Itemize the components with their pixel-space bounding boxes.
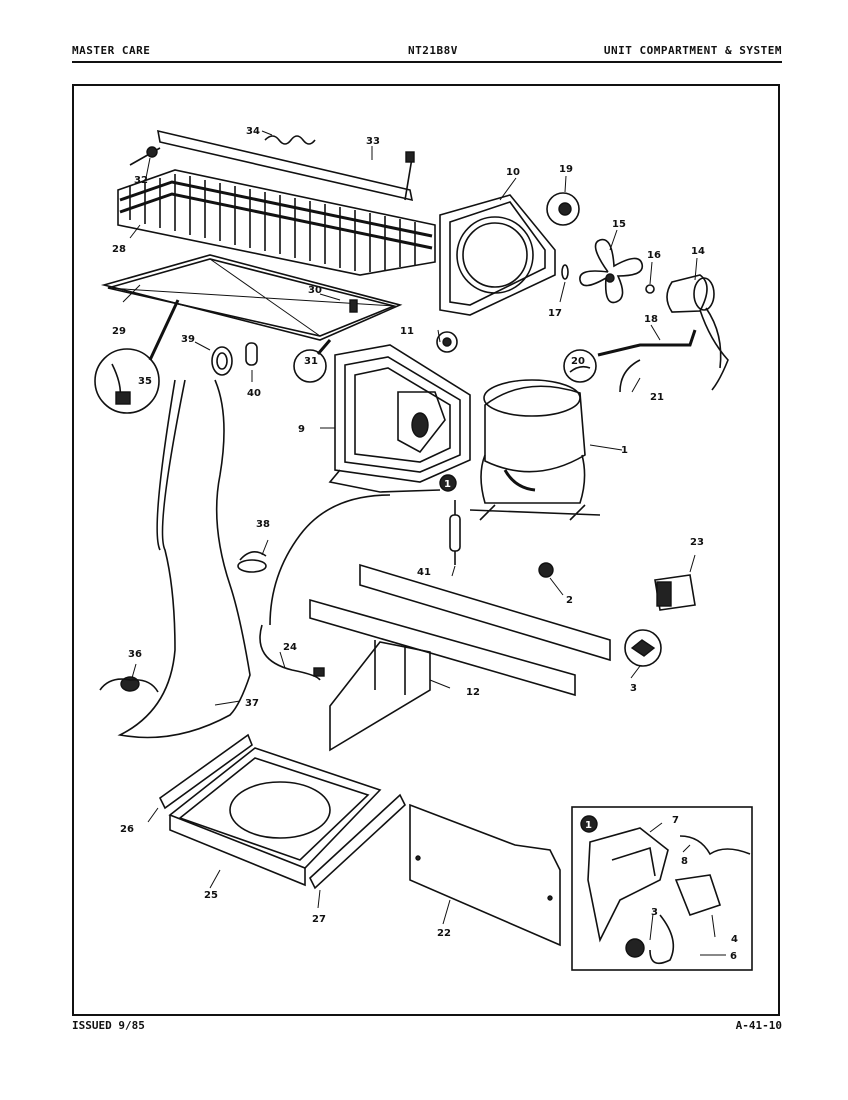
callout-3-inset: 3: [651, 907, 658, 918]
mounting-rails: [309, 563, 662, 752]
brand-title: MASTER CARE: [72, 44, 151, 57]
callout-24: 24: [283, 642, 297, 653]
diagram-frame: [72, 84, 780, 1016]
callout-30: 30: [308, 285, 322, 296]
callout-35: 35: [138, 376, 152, 387]
compressor: [439, 379, 601, 521]
wiring-harness: [563, 329, 697, 393]
callout-3: 3: [630, 683, 637, 694]
fan-shroud: [436, 192, 580, 353]
callout-11: 11: [400, 326, 414, 337]
callout-22: 22: [437, 928, 451, 939]
callout-16: 16: [647, 250, 661, 261]
callout-17: 17: [548, 308, 562, 319]
callout-25: 25: [204, 890, 218, 901]
callout-9: 9: [298, 424, 305, 435]
issued-date: ISSUED 9/85: [72, 1019, 145, 1032]
callout-1: 1: [621, 445, 628, 456]
overload-protector: [654, 574, 696, 611]
model-number: NT21B8V: [408, 44, 458, 57]
callout-20: 20: [571, 356, 585, 367]
callout-37: 37: [245, 698, 259, 709]
callout-26: 26: [120, 824, 134, 835]
callout-15: 15: [612, 219, 626, 230]
header-rule: [72, 61, 782, 63]
condenser-coil: [117, 129, 436, 276]
drain-detail-circle: [94, 299, 180, 414]
callout-28: 28: [112, 244, 126, 255]
fan-blade: [561, 238, 655, 304]
callout-32: 32: [134, 175, 148, 186]
relay-inset: [571, 806, 753, 971]
callout-19: 19: [559, 164, 573, 175]
filter-drier: [269, 494, 554, 626]
callout-27: 27: [312, 914, 326, 925]
callout-40: 40: [247, 388, 261, 399]
callout-6: 6: [730, 951, 737, 962]
drain-tube: [99, 379, 251, 739]
callout-10: 10: [506, 167, 520, 178]
callout-2: 2: [566, 595, 573, 606]
callout-39: 39: [181, 334, 195, 345]
callout-41: 41: [417, 567, 431, 578]
callout-12: 12: [466, 687, 480, 698]
callout-31: 31: [304, 356, 318, 367]
grommets: [211, 342, 258, 376]
power-cord: [237, 551, 325, 681]
detail-marker: 1: [444, 479, 451, 490]
callout-14: 14: [691, 246, 705, 257]
evaporator-pan: [328, 344, 471, 493]
leader-lines: [122, 130, 726, 956]
callout-23: 23: [690, 537, 704, 548]
callout-21: 21: [650, 392, 664, 403]
section-title: UNIT COMPARTMENT & SYSTEM: [603, 44, 782, 57]
callout-7: 7: [672, 815, 679, 826]
callout-36: 36: [128, 649, 142, 660]
callout-4: 4: [731, 934, 738, 945]
coil-fins: [117, 169, 436, 276]
callout-29: 29: [112, 326, 126, 337]
base-plate: [100, 254, 403, 383]
fan-motor: [666, 274, 729, 391]
rear-cover-panel: [409, 803, 561, 947]
callout-38: 38: [256, 519, 270, 530]
callout-34: 34: [246, 126, 260, 137]
page-code: A-41-10: [735, 1019, 782, 1032]
callout-labels: 34 33 32 28 10 19 15 16 14 17 30 29 18 1…: [112, 126, 738, 962]
inset-marker: 1: [585, 820, 592, 831]
callout-33: 33: [366, 136, 380, 147]
callout-18: 18: [644, 314, 658, 325]
callout-8: 8: [681, 856, 688, 867]
drain-pan: [158, 733, 406, 890]
